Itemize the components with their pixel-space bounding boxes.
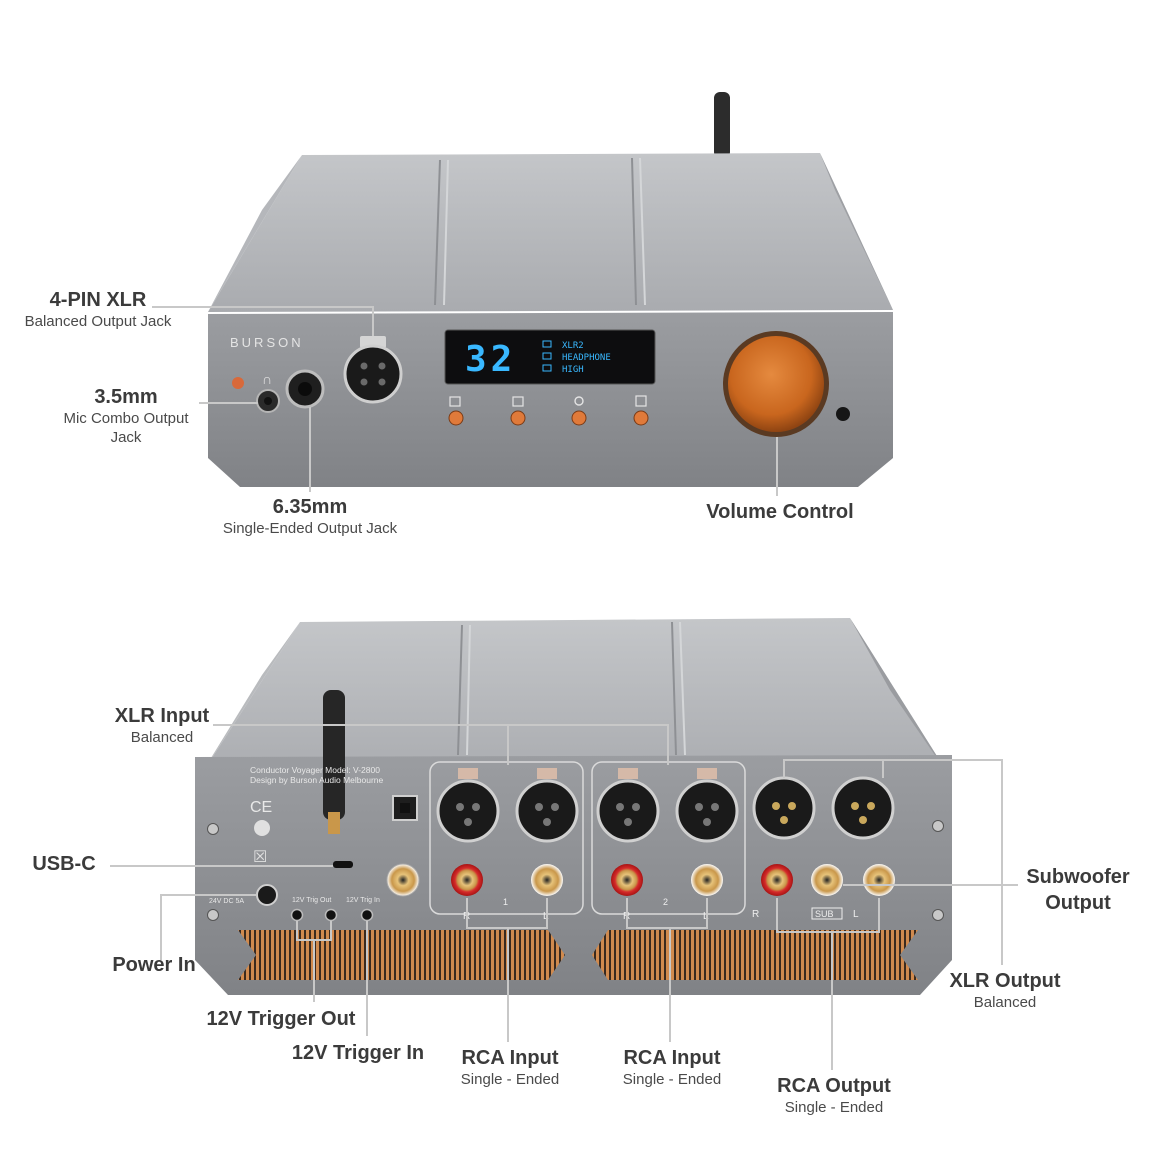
oled-display xyxy=(444,329,656,385)
callout-rca-output: RCA Output Single - Ended xyxy=(762,1075,906,1117)
rca-input-2r[interactable] xyxy=(611,864,643,896)
rca1-num-label: 1 xyxy=(503,897,508,907)
screw xyxy=(207,823,219,835)
usb-c-port[interactable] xyxy=(333,861,353,868)
front-chassis-top-left-bevel xyxy=(208,155,302,312)
xlr-input-1l[interactable] xyxy=(515,779,579,843)
coax-port[interactable] xyxy=(386,863,420,897)
antenna-rear xyxy=(323,690,345,820)
callout-title: RCA Input xyxy=(461,1047,559,1069)
rca-output-l[interactable] xyxy=(863,864,895,896)
callout-title: Subwoofer Output xyxy=(1026,866,1130,914)
gain-button[interactable] xyxy=(633,395,649,426)
trigger-in-jack[interactable] xyxy=(360,908,374,922)
screw xyxy=(932,909,944,921)
settings-button[interactable] xyxy=(571,396,587,426)
callout-title: 3.5mm xyxy=(94,386,158,408)
display-volume: 32 xyxy=(465,339,516,380)
brand-logo: BURSON xyxy=(230,335,304,350)
callout-trigger-out: 12V Trigger Out xyxy=(192,1008,370,1031)
heatsink-left xyxy=(238,930,565,980)
trig-in-label: 12V Trig In xyxy=(346,897,380,904)
callout-title: USB-C xyxy=(32,853,96,875)
callout-subtitle: Single - Ended xyxy=(622,1071,722,1088)
screw xyxy=(207,909,219,921)
callout-title: RCA Input xyxy=(623,1047,721,1069)
xlr-output-l[interactable] xyxy=(831,776,895,840)
heatsink-right xyxy=(592,930,918,980)
callout-title: 6.35mm xyxy=(272,496,348,518)
callout-subtitle: Single-Ended Output Jack xyxy=(222,520,398,537)
callout-4pin-xlr: 4-PIN XLR Balanced Output Jack xyxy=(14,289,182,331)
callout-6-35mm: 6.35mm Single-Ended Output Jack xyxy=(205,496,415,538)
power-rating: 24V DC 5A xyxy=(209,898,244,905)
callout-subtitle: Single - Ended xyxy=(460,1071,560,1088)
callout-trigger-in: 12V Trigger In xyxy=(278,1042,438,1065)
callout-title: XLR Output xyxy=(949,970,1061,992)
rca-input-2l[interactable] xyxy=(691,864,723,896)
xlr-input-2l[interactable] xyxy=(675,779,739,843)
out-r-label: R xyxy=(752,909,759,920)
callout-3-5mm: 3.5mm Mic Combo Output Jack xyxy=(52,386,200,447)
callout-title: 12V Trigger Out xyxy=(206,1008,356,1030)
model-text-1: Conductor Voyager Model: V-2800 xyxy=(250,765,380,775)
input-button[interactable] xyxy=(448,396,464,426)
callout-subtitle: Single - Ended xyxy=(784,1099,884,1116)
callout-title: XLR Input xyxy=(114,705,210,727)
out-sub-label: SUB xyxy=(815,909,834,919)
callout-title: Power In xyxy=(112,954,196,976)
xlr-4pin-jack[interactable] xyxy=(343,344,403,404)
callout-xlr-output: XLR Output Balanced xyxy=(938,970,1072,1012)
callout-subtitle: Balanced xyxy=(130,729,194,746)
trigger-out-jack[interactable] xyxy=(290,908,304,922)
callout-title: Volume Control xyxy=(706,501,854,523)
callout-rca-input-1: RCA Input Single - Ended xyxy=(440,1047,580,1089)
display-line-1: XLR2 xyxy=(562,341,584,351)
model-text-2: Design by Burson Audio Melbourne xyxy=(250,775,384,785)
xlr-input-1r[interactable] xyxy=(436,779,500,843)
rca-input-1l[interactable] xyxy=(531,864,563,896)
ir-sensor xyxy=(836,407,850,421)
antenna-front xyxy=(714,92,730,158)
ce-mark: CE xyxy=(250,799,272,816)
callout-volume: Volume Control xyxy=(690,501,870,524)
callout-title: RCA Output xyxy=(777,1075,891,1097)
rca-output-r[interactable] xyxy=(761,864,793,896)
front-chassis-top-right-bevel xyxy=(820,153,893,310)
callout-usb-c: USB-C xyxy=(20,853,108,876)
output-button[interactable] xyxy=(510,396,526,426)
callout-subtitle: Balanced xyxy=(973,994,1037,1011)
callout-rca-input-2: RCA Input Single - Ended xyxy=(602,1047,742,1089)
compliance-icon xyxy=(254,820,270,836)
leader-lines xyxy=(110,306,1018,1070)
callout-title: 4-PIN XLR xyxy=(49,289,147,311)
callout-title: 12V Trigger In xyxy=(291,1042,425,1064)
rear-unit: Conductor Voyager Model: V-2800 Design b… xyxy=(195,618,952,995)
power-jack[interactable] xyxy=(256,884,278,906)
trigger-out-jack[interactable] xyxy=(324,908,338,922)
display-line-3: HIGH xyxy=(562,365,584,375)
rca2-num-label: 2 xyxy=(663,897,668,907)
front-unit: BURSON ∩ 32 XLR2 HEADPHONE HIGH xyxy=(208,92,893,487)
input-group-1-outline xyxy=(429,761,584,915)
callout-xlr-input: XLR Input Balanced xyxy=(100,705,224,747)
rca-input-1r[interactable] xyxy=(451,864,483,896)
out-l-label: L xyxy=(853,909,859,920)
weee-icon: ☒ xyxy=(253,849,267,866)
screw xyxy=(932,820,944,832)
rca-output-sub[interactable] xyxy=(811,864,843,896)
front-chassis-top xyxy=(208,153,893,312)
status-led xyxy=(232,377,244,389)
headphone-icon: ∩ xyxy=(262,371,272,387)
display-line-2: HEADPHONE xyxy=(562,353,611,363)
trig-out-label: 12V Trig Out xyxy=(292,897,331,904)
callout-subtitle: Balanced Output Jack xyxy=(24,313,172,330)
callout-subwoofer-output: Subwoofer Output xyxy=(1018,864,1138,916)
xlr-output-r[interactable] xyxy=(752,776,816,840)
xlr-input-2r[interactable] xyxy=(596,779,660,843)
rear-chassis-top xyxy=(195,618,952,784)
callout-power-in: Power In xyxy=(98,954,210,977)
callout-subtitle: Mic Combo Output Jack xyxy=(63,410,189,446)
